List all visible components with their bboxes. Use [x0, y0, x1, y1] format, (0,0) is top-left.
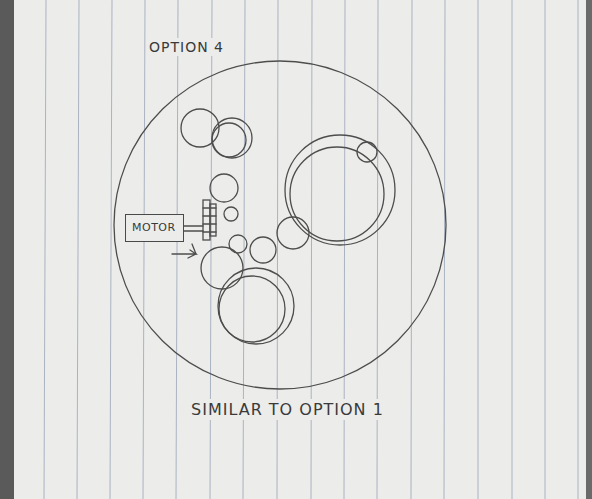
gear-circle — [277, 217, 309, 249]
gear-circle — [224, 207, 238, 221]
rotation-arrow — [172, 250, 196, 258]
gear-circle — [201, 247, 243, 289]
box-label: MOTOR — [132, 221, 176, 234]
gear-circle — [357, 142, 377, 162]
motor-shaft — [182, 225, 203, 226]
gear-circle — [212, 123, 246, 157]
sketch — [114, 61, 446, 389]
sheet-title: OPTION 4 — [146, 38, 227, 56]
sheet-caption: SIMILAR TO OPTION 1 — [188, 399, 387, 420]
gear-circle — [212, 118, 252, 158]
pinion — [210, 204, 216, 236]
motor-box: MOTOR — [125, 214, 184, 242]
gear-circle — [285, 135, 395, 245]
gear-circle — [218, 268, 294, 344]
gear-circle — [250, 237, 276, 263]
ruled-lines — [44, 0, 578, 499]
gear-circle — [229, 235, 247, 253]
gear-circle — [181, 109, 219, 147]
gear-circle — [219, 276, 285, 342]
motor-shaft — [182, 230, 203, 231]
gear-circle — [210, 174, 238, 202]
page-shadow — [0, 0, 14, 499]
page-shadow — [586, 0, 592, 499]
rotation-arrow — [192, 244, 196, 254]
housing-circle — [114, 61, 446, 389]
pinion — [203, 200, 210, 240]
